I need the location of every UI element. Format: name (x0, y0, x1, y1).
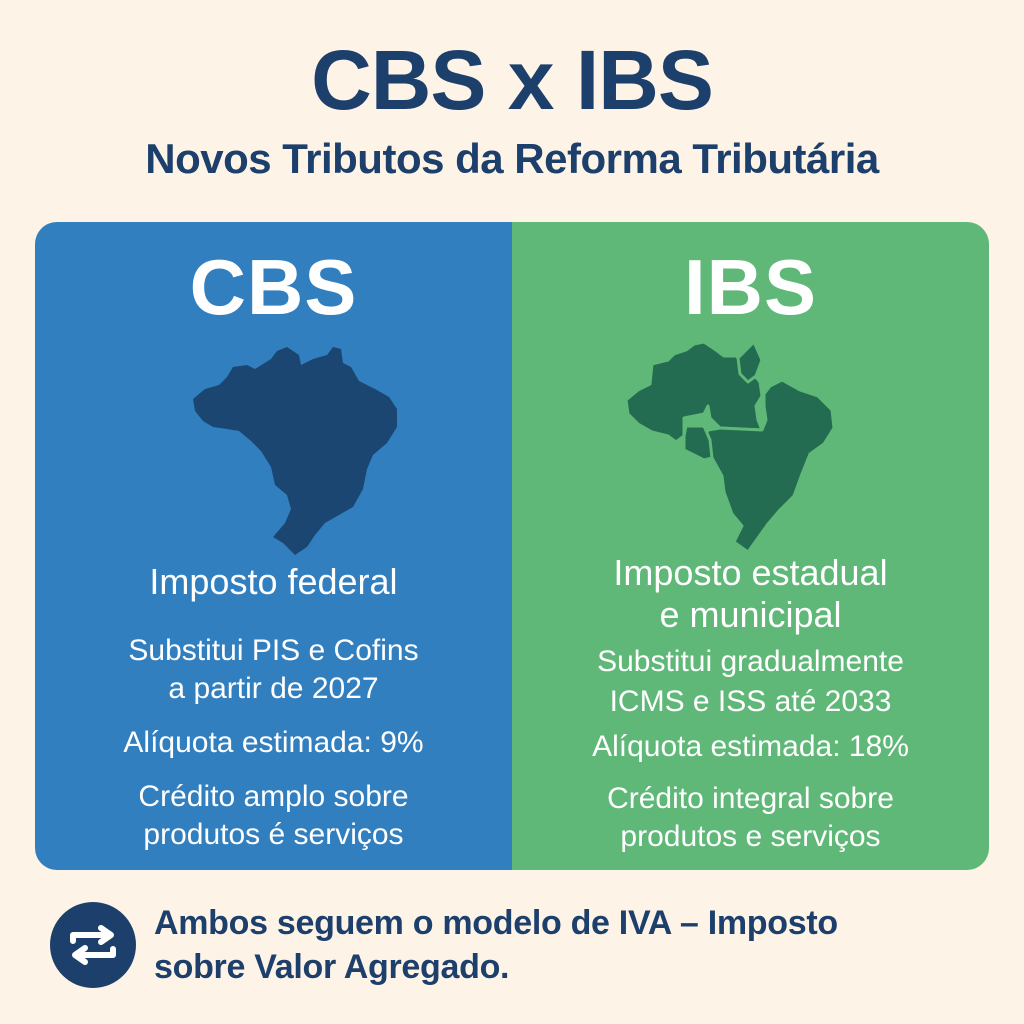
page-subtitle: Novos Tributos da Reforma Tributária (145, 135, 879, 182)
brazil-map-icon (193, 347, 397, 555)
cbs-item-replacement: Substitui PIS e Cofins a partir de 2027 (128, 634, 419, 705)
cbs-panel: CBS Imposto federal Substitui PIS e Cofi… (35, 222, 512, 870)
ibs-item-rate: Alíquota estimada: 18% (592, 730, 909, 763)
ibs-panel: IBS Imposto estadual e municipal Substit… (512, 222, 989, 870)
ibs-item-credit: Crédito integral sobre produtos e serviç… (607, 782, 894, 853)
cbs-item-credit: Crédito amplo sobre produtos é serviços (138, 780, 409, 851)
ibs-heading: Imposto estadual e municipal (613, 552, 888, 635)
cbs-title: CBS (189, 243, 358, 331)
footer-text: Ambos seguem o modelo de IVA – Imposto s… (154, 904, 838, 986)
cbs-item-rate: Alíquota estimada: 9% (123, 726, 424, 759)
swap-arrows-icon (50, 902, 136, 988)
ibs-title: IBS (683, 243, 818, 331)
comparison-panels: CBS Imposto federal Substitui PIS e Cofi… (35, 222, 989, 870)
ibs-item-replacement: Substitui gradualmente ICMS e ISS até 20… (597, 645, 904, 718)
footer-note: Ambos seguem o modelo de IVA – Imposto s… (50, 895, 990, 995)
page-title: CBS x IBS (311, 33, 714, 127)
cbs-heading: Imposto federal (149, 561, 398, 602)
brazil-regions-map-icon (624, 340, 836, 554)
